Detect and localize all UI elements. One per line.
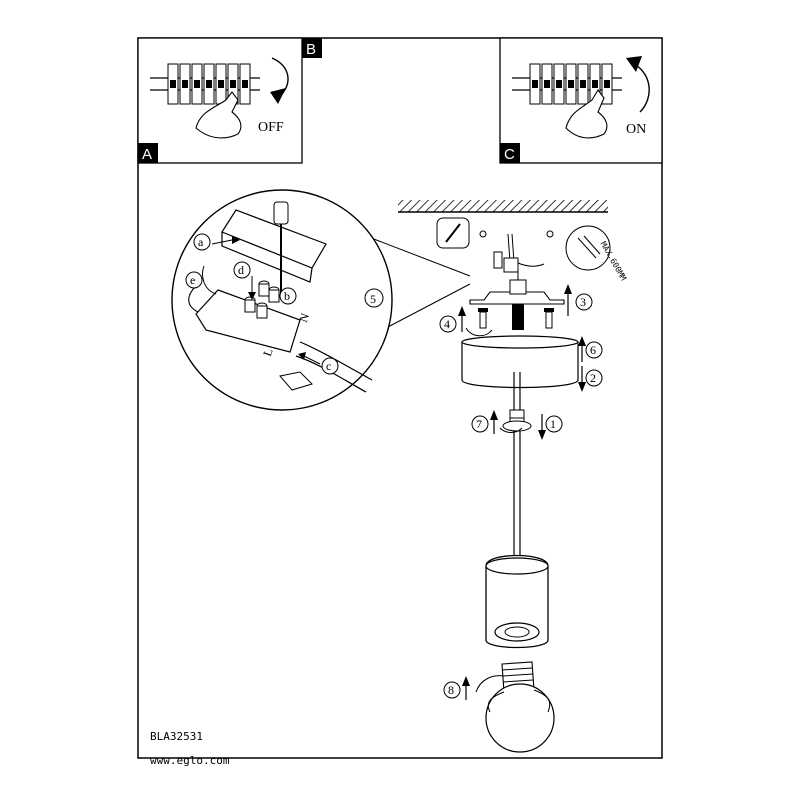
terminal-block-icon <box>195 289 301 353</box>
mounting-bracket-icon <box>469 291 565 305</box>
screwdriver-icon <box>273 201 289 296</box>
svg-text:a: a <box>198 235 204 249</box>
svg-text:1: 1 <box>550 417 556 431</box>
step-label-c: C <box>504 146 515 163</box>
callout-5: 5 <box>364 288 384 308</box>
terminal-screws-icon <box>244 280 280 319</box>
canopy-icon <box>461 335 579 389</box>
step-label-c-box <box>500 143 520 163</box>
svg-text:d: d <box>238 263 244 277</box>
callout-4: 4 <box>439 306 493 337</box>
step-label-a: A <box>142 146 152 163</box>
screw-icon <box>478 308 554 329</box>
fuse-box-icon <box>512 63 622 105</box>
turn-on-arrow-icon <box>633 63 650 113</box>
panel-off: A B OFF <box>137 37 322 164</box>
hand-icon <box>195 91 242 139</box>
callout-8: 8 <box>443 675 505 700</box>
threaded-nipple-icon <box>512 304 524 330</box>
callout-3: 3 <box>564 284 593 316</box>
callout-a: a <box>193 233 240 251</box>
callout-2: 2 <box>578 366 603 392</box>
callout-b: b <box>279 287 297 305</box>
off-label: OFF <box>258 120 284 135</box>
svg-text:8: 8 <box>448 683 454 697</box>
fuse-box-icon <box>150 63 260 105</box>
callout-c: c <box>298 352 339 375</box>
callout-d: d <box>233 261 256 300</box>
svg-text:7: 7 <box>476 417 482 431</box>
mounting-tab-icon <box>279 371 313 391</box>
svg-text:6: 6 <box>590 343 596 357</box>
step-label-a-box <box>138 143 158 163</box>
on-label: ON <box>626 122 646 137</box>
hand-icon <box>565 89 608 139</box>
ceiling-hatch <box>398 200 608 212</box>
terminal-mark-l: L <box>260 346 276 358</box>
svg-text:c: c <box>326 359 331 373</box>
svg-text:e: e <box>190 273 195 287</box>
light-bulb-icon <box>485 661 555 753</box>
callout-e: e <box>185 265 217 295</box>
svg-text:4: 4 <box>444 317 450 331</box>
cable-grip-icon <box>502 409 532 432</box>
cable-length-detail <box>565 225 611 271</box>
outer-frame <box>137 37 663 759</box>
turn-off-arrowhead-icon <box>270 88 286 104</box>
terminal-block-detail: a e d b c N L 5 <box>171 189 471 411</box>
lamp-holder-icon <box>485 554 549 649</box>
callout-1: 1 <box>538 414 563 440</box>
svg-text:5: 5 <box>370 292 376 306</box>
panel-on: C ON <box>499 37 663 164</box>
svg-text:b: b <box>284 289 290 303</box>
turn-on-arrowhead-icon <box>626 56 642 72</box>
connector-icon <box>493 251 503 269</box>
step-label-b: B <box>306 41 316 58</box>
product-code: BLA32531 <box>150 730 203 743</box>
step-label-b-box <box>302 38 322 58</box>
svg-text:2: 2 <box>590 371 596 385</box>
callout-6: 6 <box>578 336 603 362</box>
svg-text:3: 3 <box>580 295 586 309</box>
callout-7: 7 <box>471 410 523 434</box>
earth-wire-icon <box>188 285 199 313</box>
website-url: www.eglo.com <box>150 754 230 767</box>
